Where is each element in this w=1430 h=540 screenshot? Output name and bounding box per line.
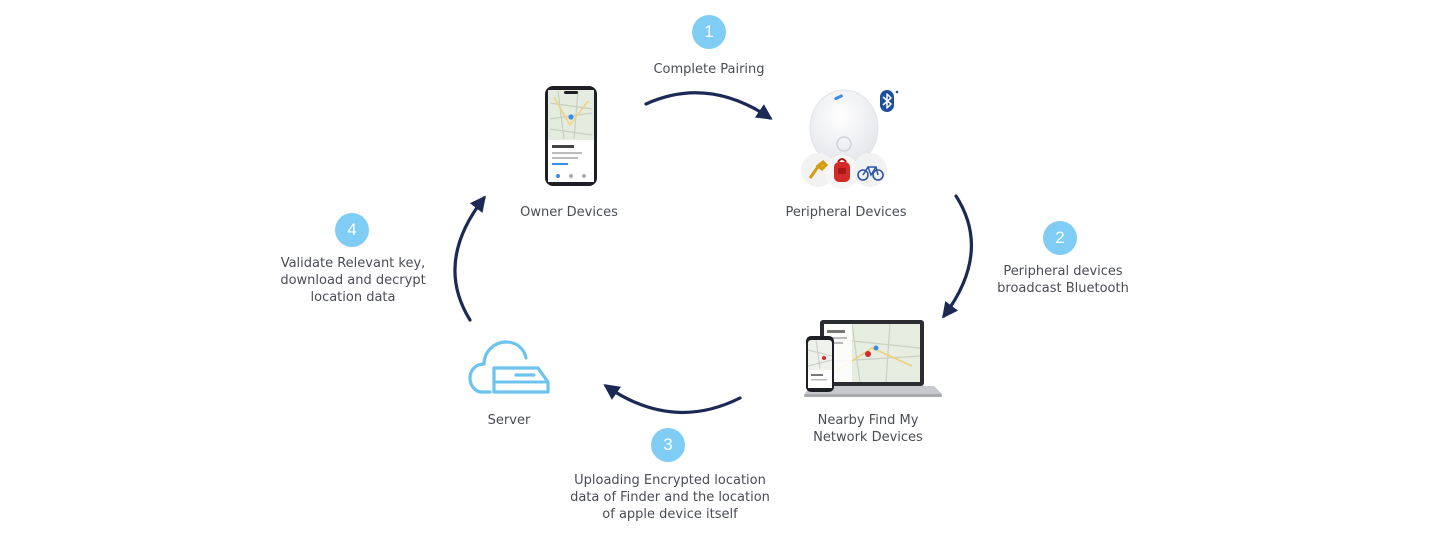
step-4-line-1: Validate Relevant key, (280, 256, 426, 271)
nearby-devices-line-1: Nearby Find My (817, 413, 919, 428)
step-badge-4: 4 (335, 213, 369, 247)
step-1-line-1: Complete Pairing (653, 62, 765, 77)
cloud-server-icon (468, 340, 550, 394)
step-4-text: Validate Relevant key, download and decr… (253, 255, 453, 306)
step-badge-2: 2 (1043, 221, 1077, 255)
bluetooth-icon (880, 90, 899, 112)
laptop-phone-icon (804, 320, 942, 397)
step-3-text: Uploading Encrypted location data of Fin… (535, 472, 805, 523)
step-1-text: Complete Pairing (609, 61, 809, 78)
nearby-devices-label: Nearby Find My Network Devices (768, 412, 968, 446)
tracker-tag-icon (801, 89, 887, 189)
owner-devices-label: Owner Devices (520, 205, 618, 220)
arrow-server-to-owner (453, 195, 486, 322)
smartphone-map-icon (545, 86, 597, 186)
step-3-line-2: data of Finder and the location (570, 490, 770, 505)
nearby-devices-line-2: Network Devices (813, 430, 923, 445)
step-badge-3: 3 (651, 428, 685, 462)
arrow-peripheral-to-nearby (942, 194, 974, 319)
arrow-owner-to-peripheral (644, 91, 773, 120)
server-label: Server (487, 413, 531, 428)
step-3-line-1: Uploading Encrypted location (574, 473, 766, 488)
peripheral-devices-label: Peripheral Devices (785, 205, 907, 220)
step-2-line-1: Peripheral devices (1003, 264, 1123, 279)
step-3-line-3: of apple device itself (602, 507, 738, 522)
step-4-line-3: location data (310, 290, 396, 305)
arrow-nearby-to-server (603, 384, 742, 414)
step-2-text: Peripheral devices broadcast Bluetooth (963, 263, 1163, 297)
step-4-line-2: download and decrypt (280, 273, 426, 288)
step-badge-1: 1 (692, 15, 726, 49)
step-2-line-2: broadcast Bluetooth (997, 281, 1129, 296)
